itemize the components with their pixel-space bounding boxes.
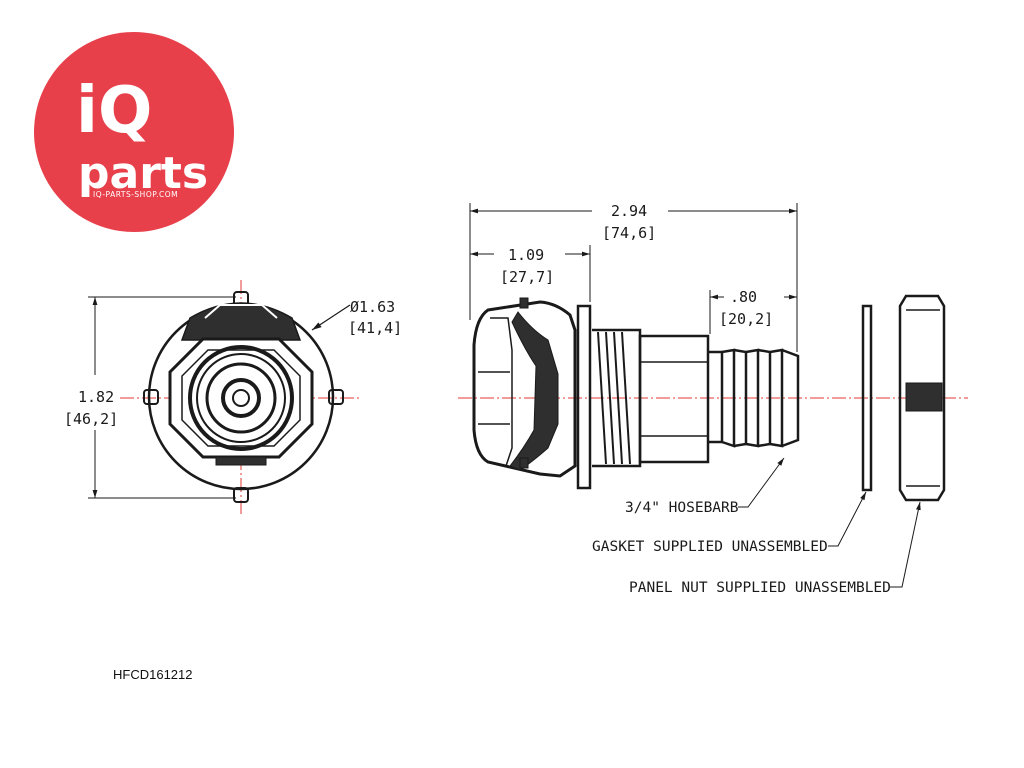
- coupling-body: [472, 300, 577, 478]
- thread-lines: [597, 331, 631, 465]
- barb-collar: [708, 350, 724, 444]
- logo-parts-text: parts: [78, 148, 208, 199]
- end-view: [120, 280, 362, 515]
- callout-leaders: [738, 457, 921, 588]
- ring-outer: [188, 345, 294, 451]
- logo-iq-text: iQ: [76, 74, 152, 148]
- ring-4: [221, 378, 261, 418]
- panel-nut: [898, 294, 946, 502]
- hosebarb-leader: [738, 457, 785, 508]
- latch-button-top: [519, 297, 529, 309]
- panel-nut-rib: [905, 382, 943, 412]
- height-metric: [46,2]: [64, 410, 118, 428]
- panel-nut-leader: [890, 501, 921, 588]
- lug-left: [143, 389, 159, 405]
- diameter-leader: [311, 304, 351, 331]
- barb-length-metric: [20,2]: [719, 310, 773, 328]
- gasket-callout: GASKET SUPPLIED UNASSEMBLED: [592, 539, 828, 555]
- octagon-inner: [181, 349, 301, 447]
- height-dimension: [88, 296, 236, 499]
- bore: [232, 389, 250, 407]
- lug-right: [328, 389, 344, 405]
- part-number: HFCD161212: [113, 667, 193, 682]
- latch-button-bottom: [519, 457, 529, 469]
- overall-length-label: 2.94: [611, 202, 647, 220]
- hosebarb-callout: 3/4" HOSEBARB: [625, 500, 739, 516]
- ring-3: [205, 362, 277, 434]
- latch-top-highlight: [204, 304, 278, 319]
- diameter-label: Ø1.63: [350, 298, 395, 316]
- overall-length-metric: [74,6]: [602, 224, 656, 242]
- hose-barb: [721, 348, 800, 448]
- logo-circle: [34, 32, 234, 232]
- tab-bottom: [215, 456, 267, 466]
- coupling-side-view: [472, 297, 800, 490]
- body-front-edge: [489, 317, 513, 467]
- body-length-label: 1.09: [508, 246, 544, 264]
- gasket-leader: [828, 491, 867, 547]
- octagon-body: [168, 337, 314, 459]
- diameter-metric: [41,4]: [348, 319, 402, 337]
- barb-length-label: .80: [730, 288, 757, 306]
- height-label: 1.82: [78, 388, 114, 406]
- logo-url-text: IQ-PARTS-SHOP.COM: [93, 190, 178, 199]
- panel-flange: [576, 304, 592, 490]
- latch-top: [180, 302, 302, 341]
- panel-nut-callout: PANEL NUT SUPPLIED UNASSEMBLED: [629, 580, 891, 596]
- body-length-metric: [27,7]: [500, 268, 554, 286]
- gasket: [861, 304, 873, 492]
- iq-parts-logo: iQ parts IQ-PARTS-SHOP.COM: [34, 32, 234, 232]
- side-dimensions: [469, 203, 798, 352]
- lug-bottom: [233, 487, 249, 503]
- hex-section: [638, 334, 710, 464]
- latch-shading: [509, 311, 559, 471]
- ring-2: [196, 353, 286, 443]
